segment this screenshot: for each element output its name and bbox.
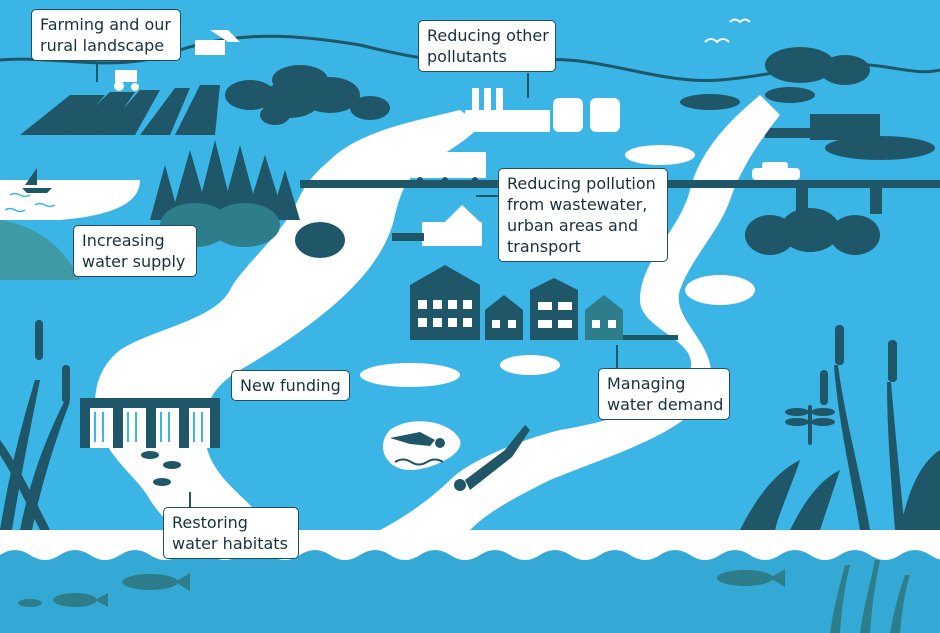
label-water-supply-line-1: Increasing (82, 231, 165, 250)
underwater-fish (18, 569, 785, 607)
pond-small (500, 355, 560, 375)
sailboat-icon (22, 168, 52, 193)
label-wastewater-line-2: from wastewater, (507, 195, 648, 214)
river-branch-right (380, 95, 780, 530)
water-waves (0, 550, 940, 633)
underwater-weeds (830, 560, 910, 633)
label-wastewater-line-1: Reducing pollution (507, 174, 656, 193)
riverside-house-icon (392, 205, 482, 246)
right-woods-mid (295, 208, 880, 258)
label-pointer-lines (96, 63, 618, 508)
label-farming: Farming and our rural landscape (31, 9, 181, 61)
truck-icon (412, 152, 486, 183)
birds-icon (704, 18, 751, 44)
river-pool (382, 421, 461, 470)
label-pollutants-line-2: pollutants (427, 47, 507, 66)
farm-fields (20, 85, 220, 135)
label-funding-line-1: New funding (240, 376, 341, 395)
woodland-top (225, 65, 390, 125)
lake-ripples (4, 192, 56, 213)
label-demand: Managing water demand (598, 368, 730, 420)
pond-right (685, 275, 755, 305)
reeds-left (0, 320, 70, 530)
town-houses (410, 265, 623, 340)
reeds-right (740, 325, 940, 530)
label-demand-line-2: water demand (607, 395, 724, 414)
label-wastewater-line-4: transport (507, 237, 581, 256)
label-habitats: Restoring water habitats (163, 507, 299, 559)
label-water-supply: Increasing water supply (73, 225, 197, 277)
label-water-supply-line-2: water supply (82, 252, 186, 271)
label-habitats-line-1: Restoring (172, 513, 248, 532)
tractor-icon (114, 70, 139, 91)
label-wastewater-line-3: urban areas and (507, 216, 639, 235)
town-windows (418, 300, 616, 328)
car-icon (752, 162, 800, 180)
dragonfly-icon (785, 405, 835, 445)
pond-upper-right (625, 145, 695, 165)
jetty (623, 335, 678, 340)
weir-icon (80, 398, 220, 448)
swimmer-icon (390, 432, 445, 466)
pond-mid (360, 363, 460, 387)
factory-icon (465, 88, 620, 132)
label-habitats-line-2: water habitats (172, 534, 288, 553)
label-farming-line-1: Farming and our (40, 15, 171, 34)
label-funding: New funding (231, 370, 350, 401)
left-forest (150, 140, 300, 220)
left-hill (0, 220, 80, 280)
river-fish (141, 451, 181, 486)
label-pollutants-line-1: Reducing other (427, 26, 549, 45)
farmhouse-icon (195, 30, 240, 55)
label-farming-line-2: rural landscape (40, 36, 165, 55)
diver-icon (454, 425, 530, 491)
label-wastewater: Reducing pollution from wastewater, urba… (498, 168, 668, 262)
right-top-woods (680, 47, 935, 160)
label-pollutants: Reducing other pollutants (418, 20, 556, 72)
label-demand-line-1: Managing (607, 374, 686, 393)
